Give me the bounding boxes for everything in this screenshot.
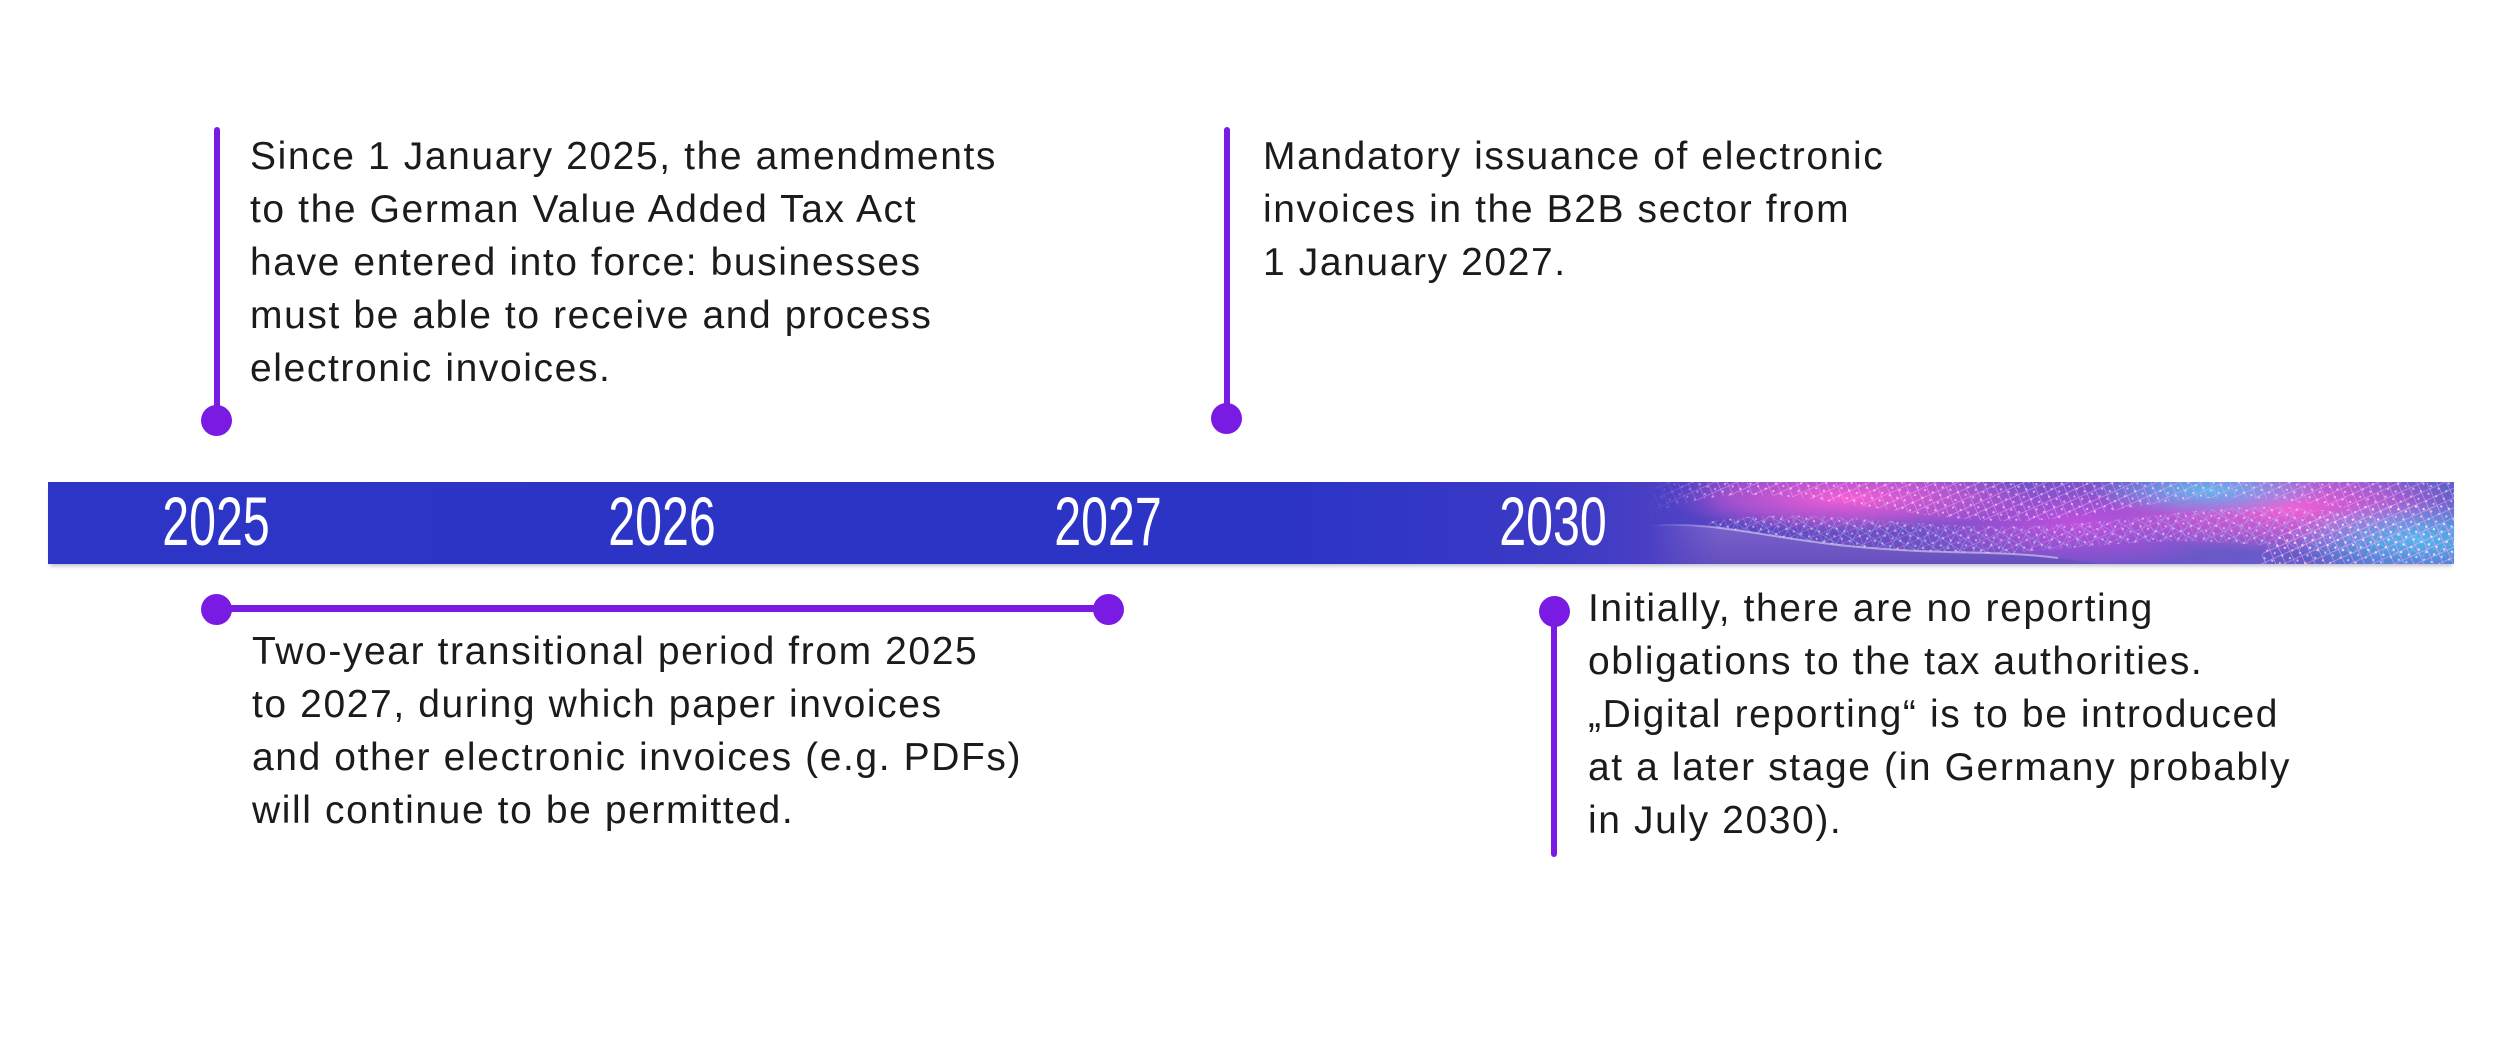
span-dot-2027	[1093, 594, 1124, 625]
event-text-receipt-obligation-2025: Since 1 January 2025, the amendments to …	[250, 130, 997, 395]
timeline-dot-2025	[201, 405, 232, 436]
event-text-transitional-period: Two-year transitional period from 2025 t…	[252, 625, 1022, 837]
year-label-2030: 2030	[1499, 483, 1607, 560]
event-text-line: at a later stage (in Germany probably	[1588, 746, 2292, 789]
event-text-line: to the German Value Added Tax Act	[250, 188, 918, 231]
event-text-line: „Digital reporting“ is to be introduced	[1588, 693, 2280, 736]
year-label-2025: 2025	[162, 483, 270, 560]
connector-line-2030	[1551, 614, 1557, 857]
year-label-2027: 2027	[1054, 483, 1162, 560]
event-text-line: Two-year transitional period from 2025	[252, 630, 979, 673]
digital-wave-decoration-image	[1648, 482, 2454, 564]
event-text-line: and other electronic invoices (e.g. PDFs…	[252, 736, 1023, 779]
event-text-line: invoices in the B2B sector from	[1263, 188, 1851, 231]
connector-line-2027	[1224, 127, 1230, 418]
year-label-2026: 2026	[608, 483, 716, 560]
event-text-line: must be able to receive and process	[250, 294, 933, 337]
timeline-dot-2027	[1211, 403, 1242, 434]
connector-span-2025-2027	[216, 605, 1108, 612]
event-text-line: Mandatory issuance of electronic	[1263, 135, 1885, 178]
connector-line-2025	[214, 127, 220, 420]
event-text-line: have entered into force: businesses	[250, 241, 922, 284]
timeline-bar: 2025 2026 2027 2030	[48, 482, 2454, 564]
event-text-line: Since 1 January 2025, the amendments	[250, 135, 998, 178]
event-text-line: in July 2030).	[1588, 799, 1843, 842]
event-text-digital-reporting-2030: Initially, there are no reporting obliga…	[1588, 582, 2291, 847]
event-text-line: 1 January 2027.	[1263, 241, 1567, 284]
event-text-line: to 2027, during which paper invoices	[252, 683, 943, 726]
event-text-mandatory-issuance-2027: Mandatory issuance of electronic invoice…	[1263, 130, 1884, 289]
span-dot-2025	[201, 594, 232, 625]
event-text-line: obligations to the tax authorities.	[1588, 640, 2204, 683]
event-text-line: Initially, there are no reporting	[1588, 587, 2154, 630]
event-text-line: electronic invoices.	[250, 347, 612, 390]
event-text-line: will continue to be permitted.	[252, 789, 795, 832]
